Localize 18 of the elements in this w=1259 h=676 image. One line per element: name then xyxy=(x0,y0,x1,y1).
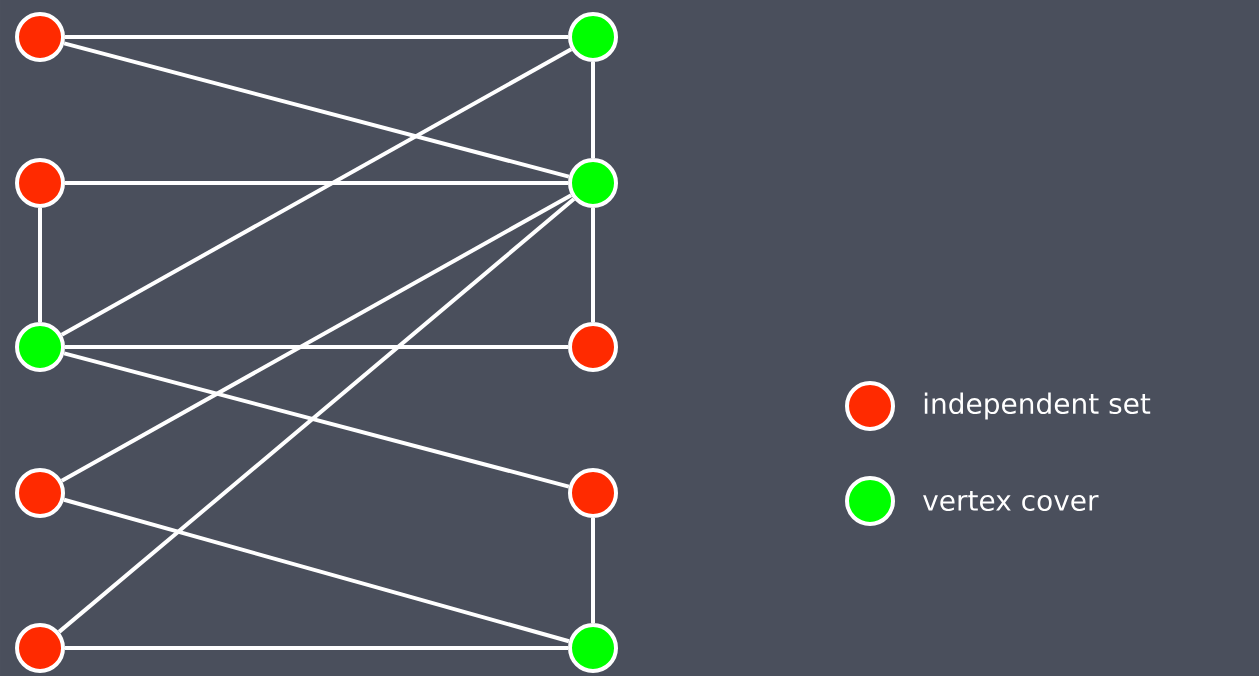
legend-label: vertex cover xyxy=(923,490,1099,511)
edge-line xyxy=(57,197,576,634)
edge-line xyxy=(60,47,573,337)
edge-line xyxy=(591,62,595,158)
vertex-circle xyxy=(15,623,65,673)
edge-line xyxy=(65,345,568,349)
edge-line xyxy=(591,518,595,623)
vertex-circle xyxy=(568,623,618,673)
edge-line xyxy=(65,35,568,39)
edge-line xyxy=(63,497,570,644)
edge-line xyxy=(65,181,568,185)
edge-line xyxy=(60,193,573,483)
edge-line xyxy=(38,208,42,322)
edge-line xyxy=(591,208,595,322)
edge-line xyxy=(65,646,568,650)
edge-line xyxy=(63,351,570,489)
legend-label: independent set xyxy=(924,392,1151,420)
edge-line xyxy=(63,41,570,179)
